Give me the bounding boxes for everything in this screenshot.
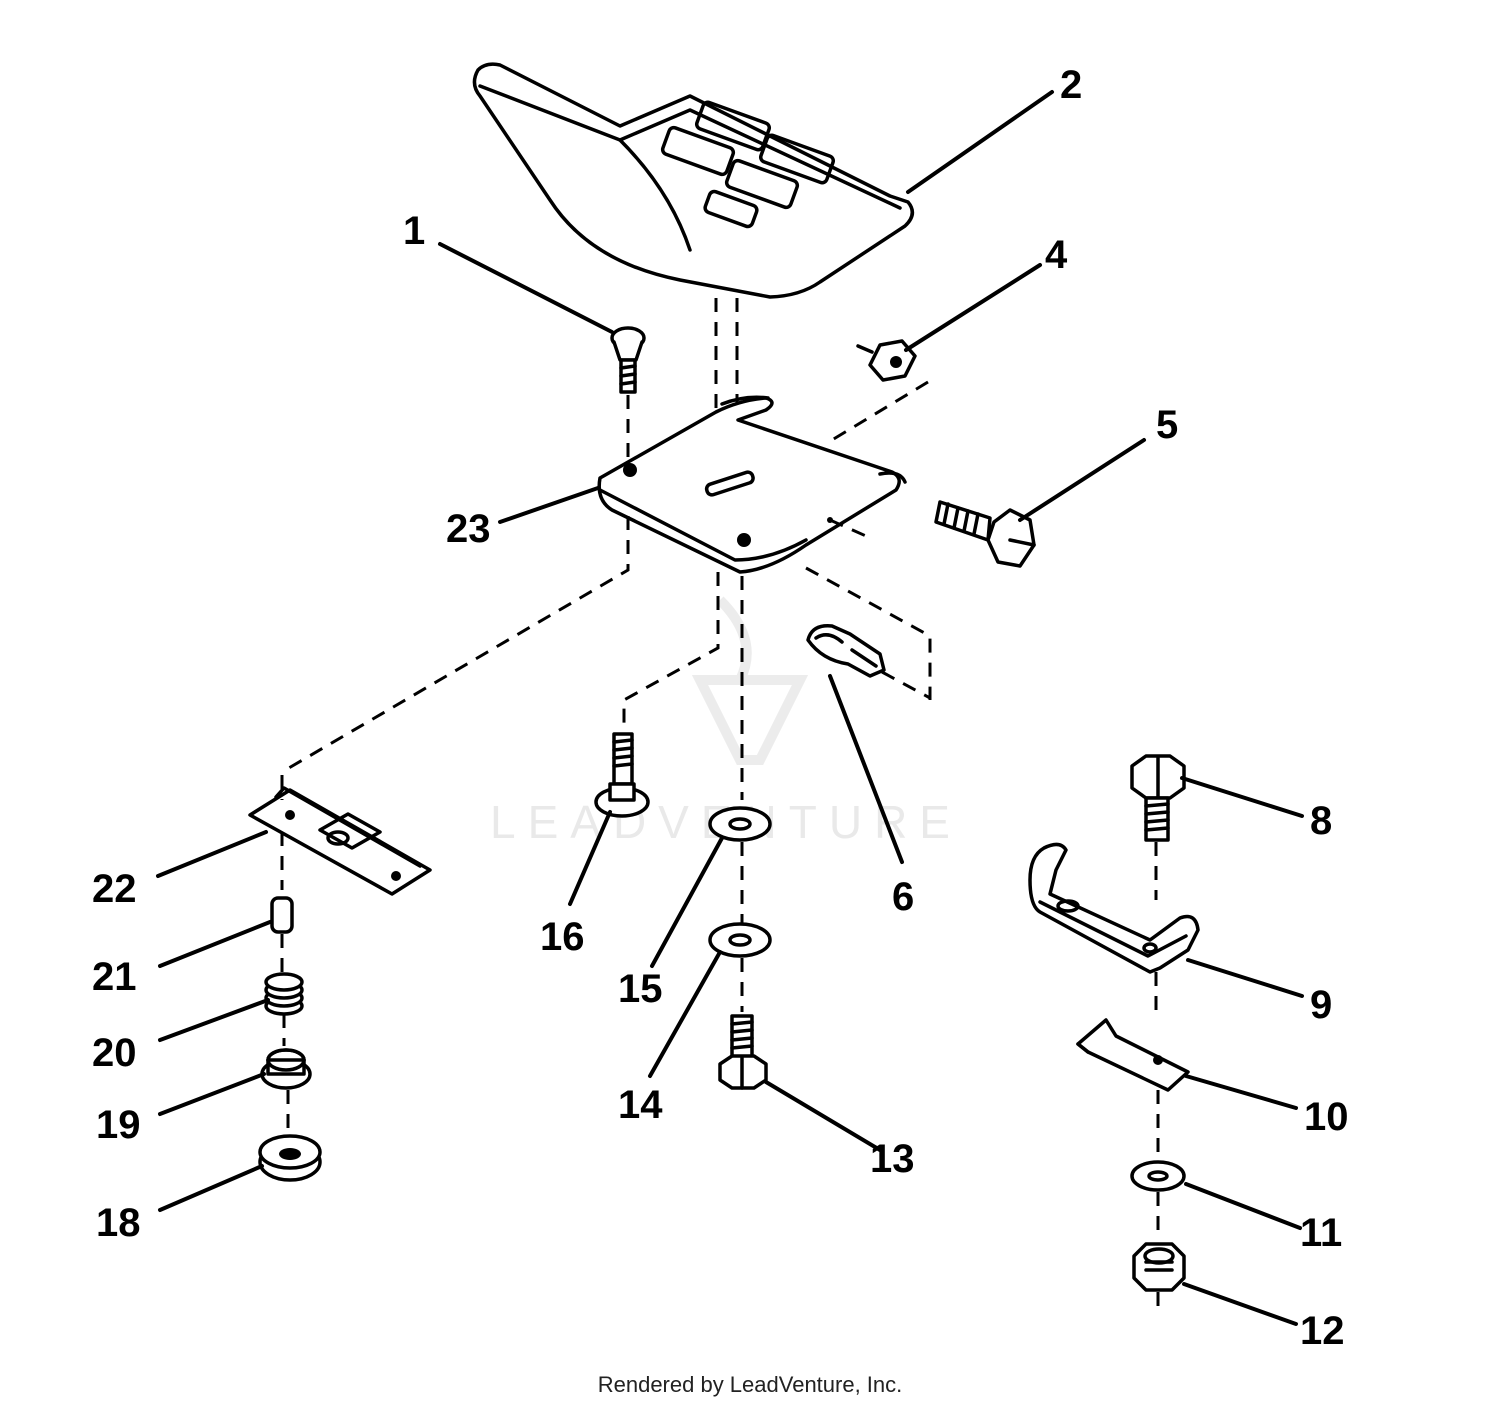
part-bolt-right [1130,754,1186,842]
callout-18: 18 [96,1201,141,1245]
render-credit: Rendered by LeadVenture, Inc. [597,1372,903,1397]
part-seat-plate [597,395,907,574]
part-hex-nut [856,339,917,382]
part-pin [270,896,294,934]
callout-13: 13 [870,1137,915,1181]
leader-lines [156,90,1304,1326]
part-hex-bolt [934,500,1036,568]
callout-1: 1 [403,209,425,253]
part-slide-bracket [248,786,432,896]
callout-6: 6 [892,875,914,919]
part-spring [264,972,304,1016]
part-bushing-cap [258,1134,322,1182]
callout-11: 11 [1300,1211,1342,1255]
callout-22: 22 [92,867,137,911]
callout-19: 19 [96,1103,141,1147]
callout-9: 9 [1310,983,1332,1027]
callout-12: 12 [1300,1309,1345,1353]
part-spring-clip [806,624,886,678]
part-bushing [260,1048,312,1090]
callout-23: 23 [446,507,491,551]
part-carriage-bolt [610,326,646,394]
part-hex-bolt-lower [718,1014,768,1090]
callout-15: 15 [618,967,663,1011]
part-lock-nut [1132,1242,1186,1292]
part-seat [472,62,915,299]
callout-20: 20 [92,1031,137,1075]
callout-labels: 1 2 4 5 6 8 9 10 11 12 13 14 15 16 18 19… [92,63,1349,1353]
callout-16: 16 [540,915,585,959]
callout-2: 2 [1060,63,1082,107]
part-washer-lower [708,922,772,958]
part-mounting-bracket [1028,842,1200,974]
callout-10: 10 [1304,1095,1349,1139]
callout-4: 4 [1045,233,1068,277]
part-washer-upper [708,806,772,842]
part-washer-right [1130,1160,1186,1192]
part-clip-plate [1076,1018,1190,1092]
callout-21: 21 [92,955,137,999]
part-shoulder-bolt [594,732,650,818]
callout-5: 5 [1156,403,1178,447]
callout-14: 14 [618,1083,663,1127]
callout-8: 8 [1310,799,1332,843]
